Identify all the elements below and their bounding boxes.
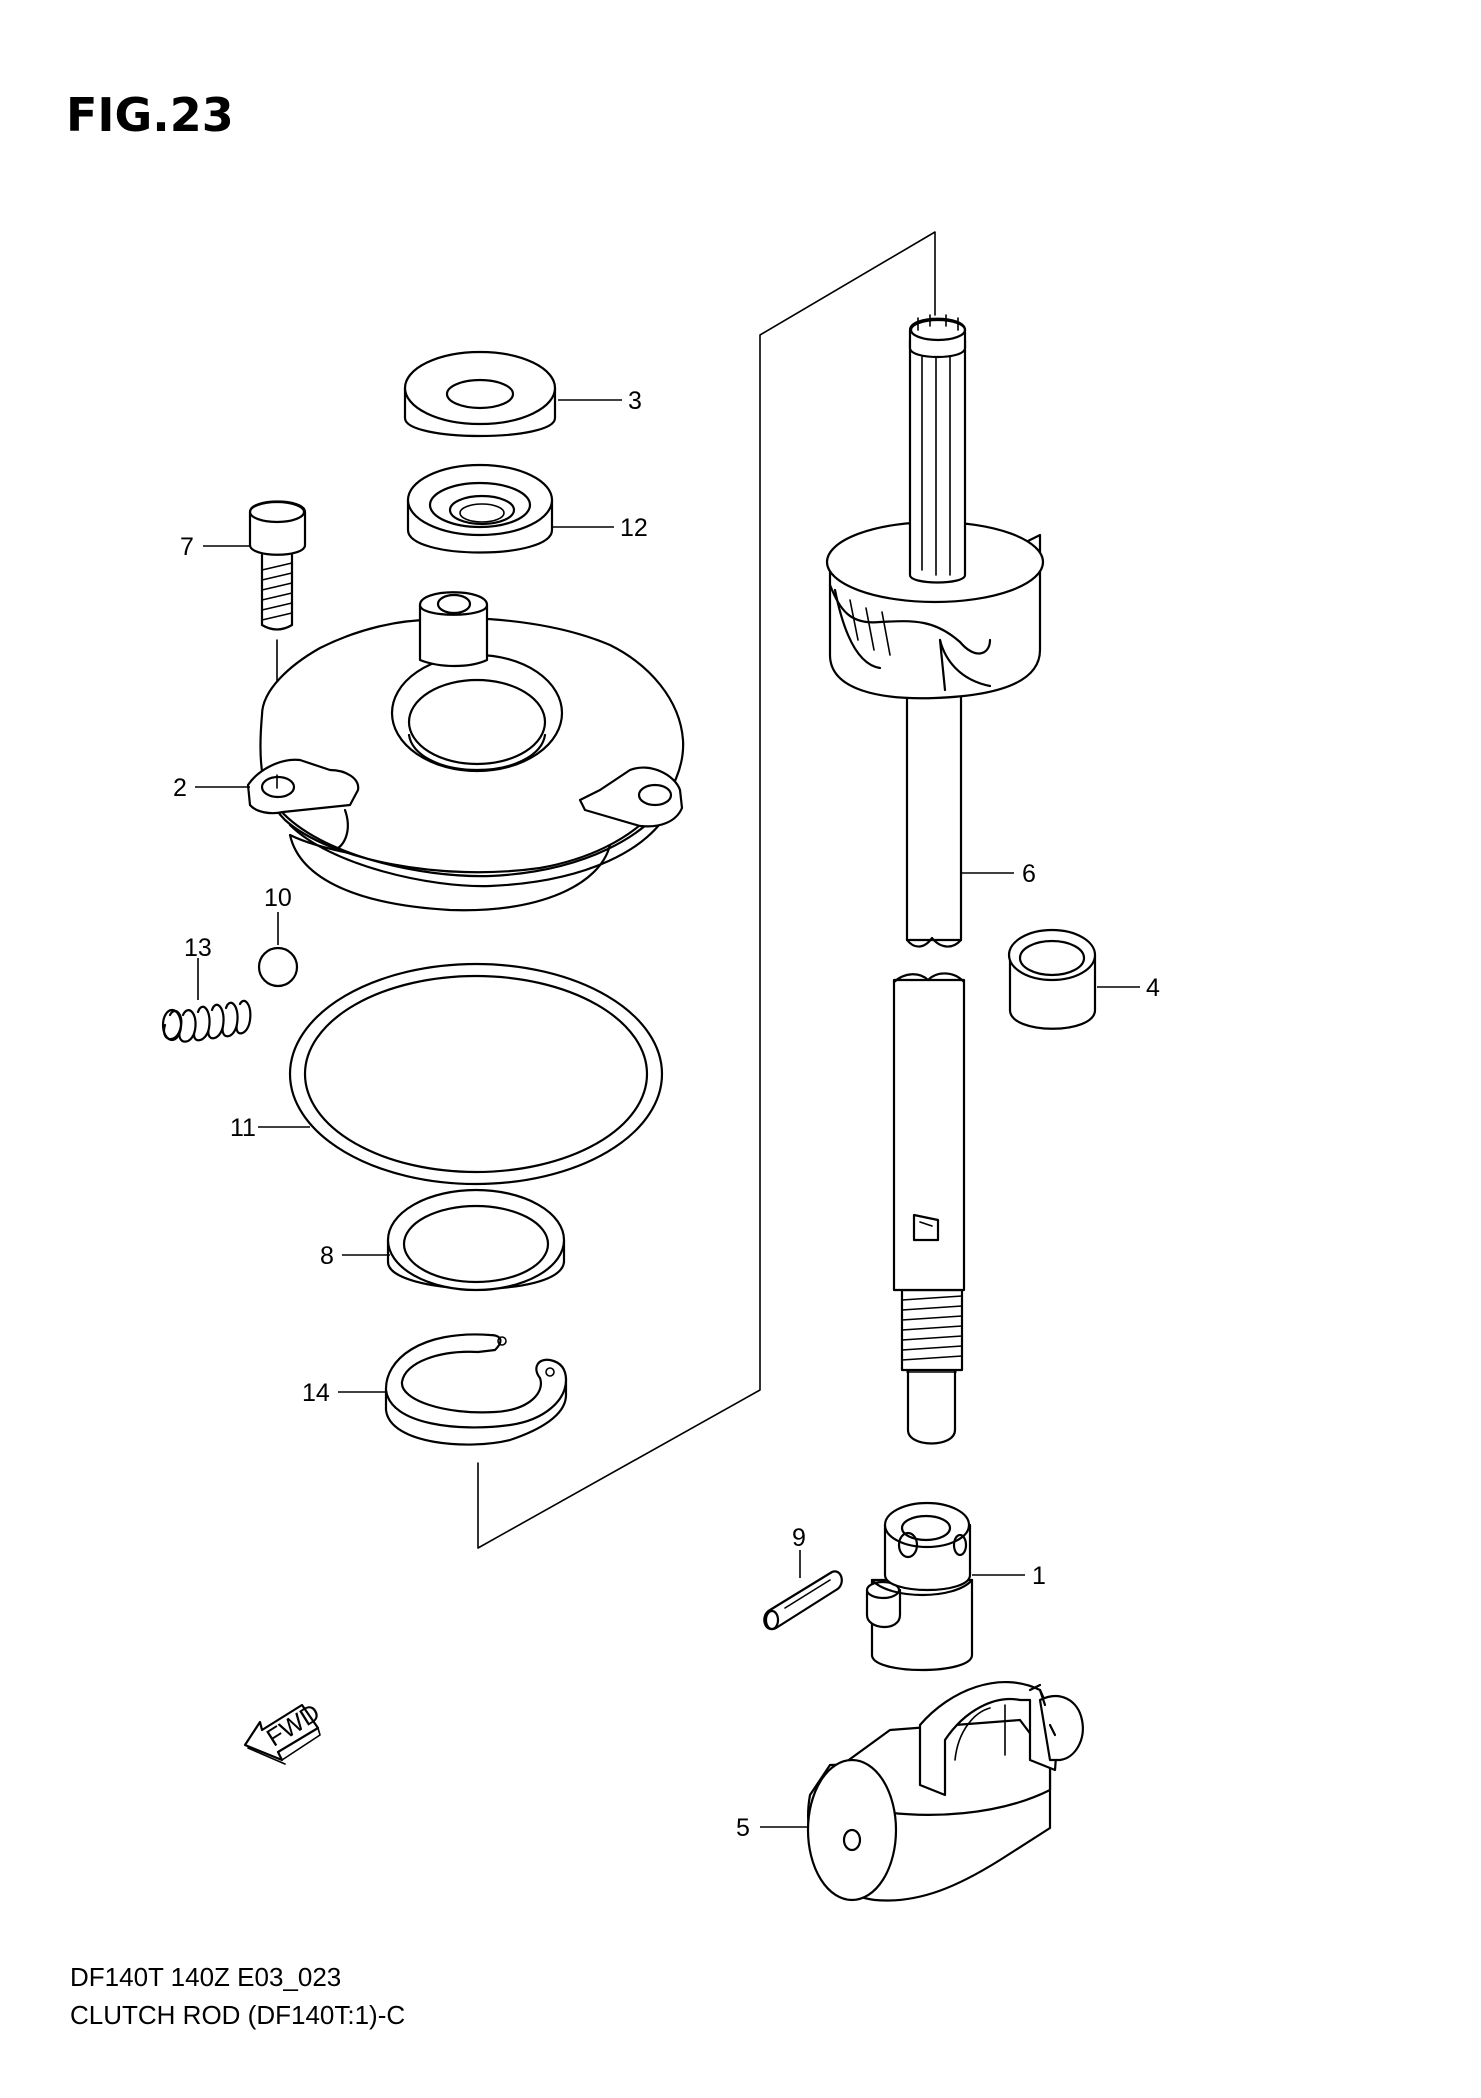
part-14-circlip [384,1333,568,1446]
assembly-bracket-line [477,231,936,1549]
callout-8: 8 [320,1242,334,1270]
callout-14: 14 [302,1379,330,1407]
model-code: DF140T 140Z E03_023 [70,1962,342,1992]
part-5-shift-cam [806,1681,1084,1902]
figure-title: FIG.23 [66,88,234,142]
callout-7: 7 [180,533,194,561]
fwd-label: FWD [262,1698,325,1752]
figure-caption: CLUTCH ROD (DF140T:1)-C [70,2000,406,2030]
callout-12: 12 [620,514,648,542]
callout-3: 3 [628,387,642,415]
part-2-housing-cover [246,591,685,912]
callout-10: 10 [264,884,292,912]
part-12-oil-seal [406,463,554,554]
callout-11: 11 [230,1114,256,1142]
callout-13: 13 [184,934,212,962]
callout-6: 6 [1022,860,1036,888]
callout-4: 4 [1146,974,1160,1002]
leader-lines [195,399,1140,1828]
part-8-ring [386,1188,566,1292]
part-4-bushing [1007,928,1097,1030]
part-9-spring-pin [763,1570,843,1631]
callout-numbers: 3 12 7 2 10 13 11 8 14 6 4 9 1 5 [173,387,1160,1842]
part-10-steel-ball [257,946,299,988]
fwd-arrow-icon: FWD [243,1698,325,1765]
callout-1: 1 [1032,1562,1046,1590]
callout-2: 2 [173,774,187,802]
part-6-clutch-rod [825,314,1045,1445]
part-13-spring [161,999,252,1043]
part-1-dog-clutch [865,1501,974,1672]
callout-5: 5 [736,1814,750,1842]
part-3-washer [403,350,557,438]
callout-9: 9 [792,1524,806,1552]
part-11-o-ring [288,962,664,1186]
